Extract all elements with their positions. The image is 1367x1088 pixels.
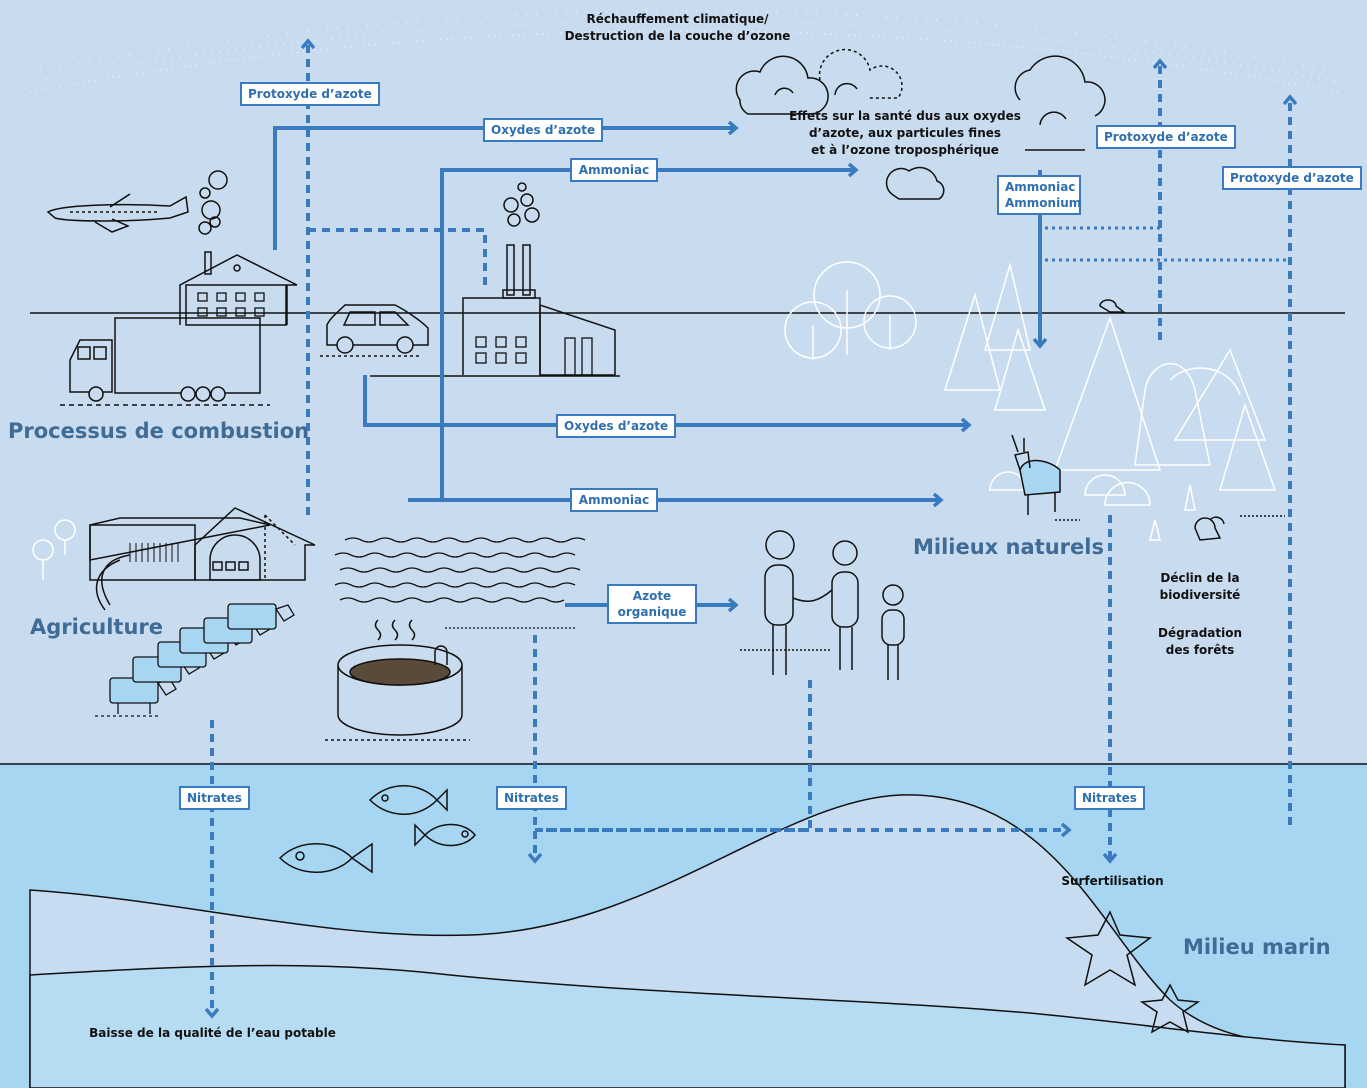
fish-icon bbox=[278, 785, 476, 874]
cloud-icon bbox=[1014, 55, 1106, 151]
health-line-2: d’azote, aux particules fines bbox=[808, 126, 1002, 140]
label-organic-line-2: organique bbox=[617, 605, 687, 619]
health-line-1: Effets sur la santé dus aux oxydes bbox=[789, 109, 1021, 123]
drinking-water-note: Baisse de la qualité de l’eau potable bbox=[89, 1026, 336, 1040]
house-icon bbox=[179, 170, 298, 326]
people-icon bbox=[740, 530, 905, 680]
zone-marine: Milieu marin bbox=[1183, 935, 1331, 959]
truck-icon bbox=[60, 317, 270, 406]
label-nh3-nh4-line-2: Ammonium bbox=[1005, 196, 1082, 210]
climate-line-1: Réchauffement climatique/ bbox=[586, 12, 769, 26]
label-nh3-top: Ammoniac bbox=[570, 158, 658, 182]
arrow-factory-dashed bbox=[308, 228, 487, 285]
climate-note: Réchauffement climatique/ Destruction de… bbox=[560, 11, 795, 45]
forests-line-1: Dégradation bbox=[1157, 626, 1243, 640]
barn-icon bbox=[89, 507, 316, 611]
biodiversity-note: Déclin de la biodiversité bbox=[1145, 570, 1255, 604]
tree-icon bbox=[784, 261, 1277, 541]
label-nh3-nh4: Ammoniac Ammonium bbox=[997, 175, 1081, 215]
label-n2o-left: Protoxyde d’azote bbox=[240, 82, 380, 106]
starfish-icon bbox=[1064, 910, 1201, 1034]
arrow-nox-bottom bbox=[363, 375, 968, 425]
arrow-people-sea bbox=[535, 680, 812, 832]
label-organic-line-1: Azote bbox=[632, 589, 672, 603]
manure-tank-icon bbox=[325, 619, 470, 741]
factory-icon bbox=[370, 182, 620, 377]
label-nitrates-right: Nitrates bbox=[1074, 786, 1145, 810]
zone-agriculture: Agriculture bbox=[30, 615, 164, 639]
biodiversity-line-1: Déclin de la bbox=[1160, 571, 1240, 585]
zone-combustion: Processus de combustion bbox=[8, 419, 310, 443]
health-line-3: et à l’ozone troposphérique bbox=[811, 143, 999, 157]
forests-line-2: des forêts bbox=[1165, 643, 1235, 657]
label-nox-bottom: Oxydes d’azote bbox=[556, 414, 677, 438]
label-n2o-right: Protoxyde d’azote bbox=[1222, 166, 1362, 190]
health-note: Effets sur la santé dus aux oxydes d’azo… bbox=[780, 108, 1030, 159]
tree-icon bbox=[32, 519, 76, 580]
seabed-far bbox=[29, 964, 1346, 1088]
label-organic: Azote organique bbox=[607, 584, 697, 624]
cow-icon bbox=[95, 603, 295, 717]
label-nox-top: Oxydes d’azote bbox=[483, 118, 604, 142]
cloud-icon bbox=[885, 166, 945, 200]
label-nitrates-mid: Nitrates bbox=[496, 786, 567, 810]
label-nitrates-left: Nitrates bbox=[179, 786, 250, 810]
label-nh3-nh4-line-1: Ammoniac bbox=[1005, 180, 1076, 194]
field-waves bbox=[334, 537, 586, 629]
deer-icon bbox=[1011, 434, 1080, 521]
cloud-icon bbox=[735, 48, 903, 115]
airplane-icon bbox=[46, 193, 189, 233]
climate-line-2: Destruction de la couche d’ozone bbox=[564, 29, 791, 43]
bird-icon bbox=[1099, 299, 1127, 313]
eutrophication-note: Surfertilisation bbox=[1061, 874, 1164, 888]
label-n2o-mid: Protoxyde d’azote bbox=[1096, 125, 1236, 149]
squirrel-icon bbox=[1194, 515, 1285, 541]
zone-natural: Milieux naturels bbox=[913, 535, 1104, 559]
forests-note: Dégradation des forêts bbox=[1145, 625, 1255, 659]
biodiversity-line-2: biodiversité bbox=[1159, 588, 1241, 602]
label-nh3-bottom: Ammoniac bbox=[570, 488, 658, 512]
arrow-nh3-top bbox=[440, 170, 855, 500]
car-icon bbox=[320, 304, 429, 357]
